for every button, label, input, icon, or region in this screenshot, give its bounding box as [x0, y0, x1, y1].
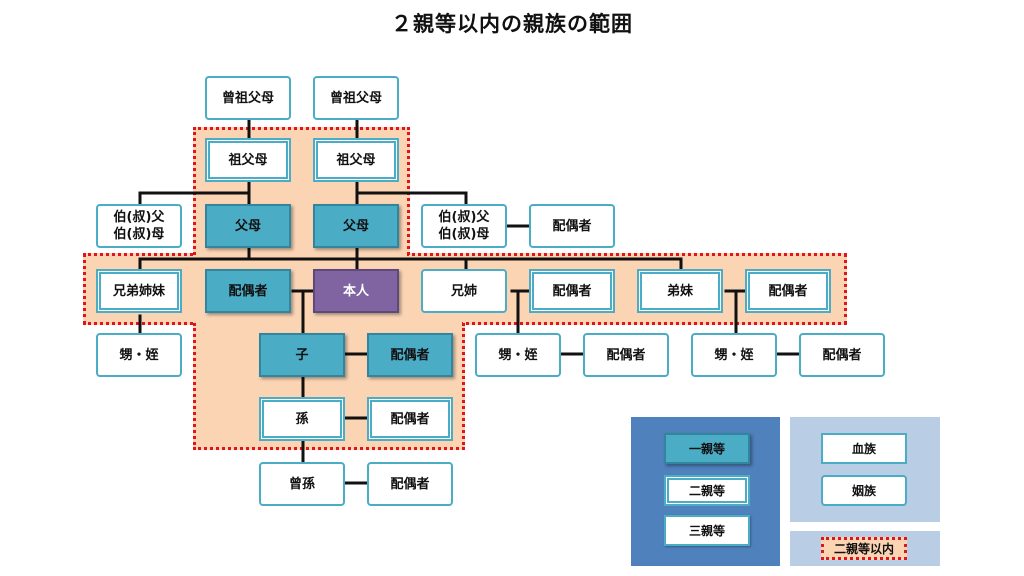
older-siblings-node: 兄姉 [421, 269, 507, 313]
legend-degree1: 一親等 [664, 433, 750, 464]
zone-joint-bottom [196, 320, 462, 328]
nephew-niece-left-node: 甥・姪 [96, 333, 182, 377]
node-label: 父母 [342, 218, 369, 234]
node-label: 曾祖父母 [221, 90, 274, 106]
uncle-aunt-left-node: 伯(叔)父 伯(叔)母 [96, 204, 182, 248]
self-node: 本人 [313, 269, 399, 313]
node-label: 子 [295, 347, 309, 363]
great-grandparents-right-node: 曾祖父母 [313, 76, 399, 120]
nephew-niece-right-node: 甥・姪 [691, 333, 777, 377]
younger-siblings-spouse-node: 配偶者 [745, 269, 831, 313]
older-siblings-spouse-node: 配偶者 [529, 269, 615, 313]
child-node: 子 [259, 333, 345, 377]
great-grandchild-spouse-node: 配偶者 [367, 462, 453, 506]
grandparents-right-node: 祖父母 [313, 138, 399, 182]
child-spouse-node: 配偶者 [367, 333, 453, 377]
nephew-niece-right-spouse-node: 配偶者 [799, 333, 885, 377]
node-label: 配偶者 [228, 283, 268, 299]
legend-label: 姻族 [851, 484, 876, 498]
within-2-border-top [193, 127, 410, 255]
great-grandparents-left-node: 曾祖父母 [205, 76, 291, 120]
node-label-line1: 伯(叔)父 [438, 210, 490, 225]
node-label: 配偶者 [822, 347, 862, 363]
node-label: 孫 [295, 411, 309, 427]
node-label: 弟妹 [666, 283, 693, 299]
node-label-line2: 伯(叔)母 [113, 227, 165, 242]
node-label: 配偶者 [552, 218, 592, 234]
node-label: 曾祖父母 [329, 90, 382, 106]
legend-degree3: 三親等 [664, 515, 750, 546]
node-label: 甥・姪 [119, 347, 159, 363]
node-label-line2: 伯(叔)母 [438, 227, 490, 242]
uncle-aunt-right-node: 伯(叔)父 伯(叔)母 [421, 204, 507, 248]
node-label: 配偶者 [768, 283, 808, 299]
younger-siblings-node: 弟妹 [637, 269, 723, 313]
node-label: 配偶者 [606, 347, 646, 363]
legend-label: 一親等 [688, 442, 725, 456]
within-2-border-bottom [193, 323, 465, 450]
node-label: 兄弟姉妹 [112, 283, 165, 299]
node-label: 甥・姪 [498, 347, 538, 363]
node-label: 父母 [234, 218, 261, 234]
node-label: 祖父母 [336, 152, 376, 168]
legend-label: 三親等 [688, 524, 725, 538]
node-label-line1: 伯(叔)父 [113, 210, 165, 225]
uncle-aunt-spouse-node: 配偶者 [529, 204, 615, 248]
great-grandchild-node: 曾孫 [259, 462, 345, 506]
diagram-title: ２親等以内の親族の範囲 [391, 12, 633, 36]
legend-blood: 血族 [821, 433, 907, 464]
legend-degree2: 二親等 [664, 475, 750, 506]
nephew-niece-mid-node: 甥・姪 [475, 333, 561, 377]
grandparents-left-node: 祖父母 [205, 138, 291, 182]
node-label: 祖父母 [228, 152, 268, 168]
legend-label: 血族 [851, 442, 876, 456]
node-label: 配偶者 [390, 347, 430, 363]
grandchild-spouse-node: 配偶者 [367, 397, 453, 441]
legend-in-law: 姻族 [821, 475, 907, 506]
node-label: 甥・姪 [714, 347, 754, 363]
grandchild-node: 孫 [259, 397, 345, 441]
node-label: 配偶者 [390, 411, 430, 427]
node-label: 配偶者 [390, 476, 430, 492]
nephew-niece-mid-spouse-node: 配偶者 [583, 333, 669, 377]
node-label: 本人 [342, 283, 369, 299]
legend-label: 二親等 [688, 484, 725, 498]
siblings-left-node: 兄弟姉妹 [96, 269, 182, 313]
parents-left-node: 父母 [205, 204, 291, 248]
within-2-border-middle [83, 253, 847, 325]
parents-right-node: 父母 [313, 204, 399, 248]
node-label: 曾孫 [288, 476, 315, 492]
node-label: 配偶者 [552, 283, 592, 299]
node-label: 兄姉 [450, 283, 477, 299]
legend-within2: 二親等以内 [821, 537, 907, 560]
zone-joint-top [196, 250, 407, 258]
spouse-of-self-node: 配偶者 [205, 269, 291, 313]
legend-label: 二親等以内 [833, 542, 894, 556]
